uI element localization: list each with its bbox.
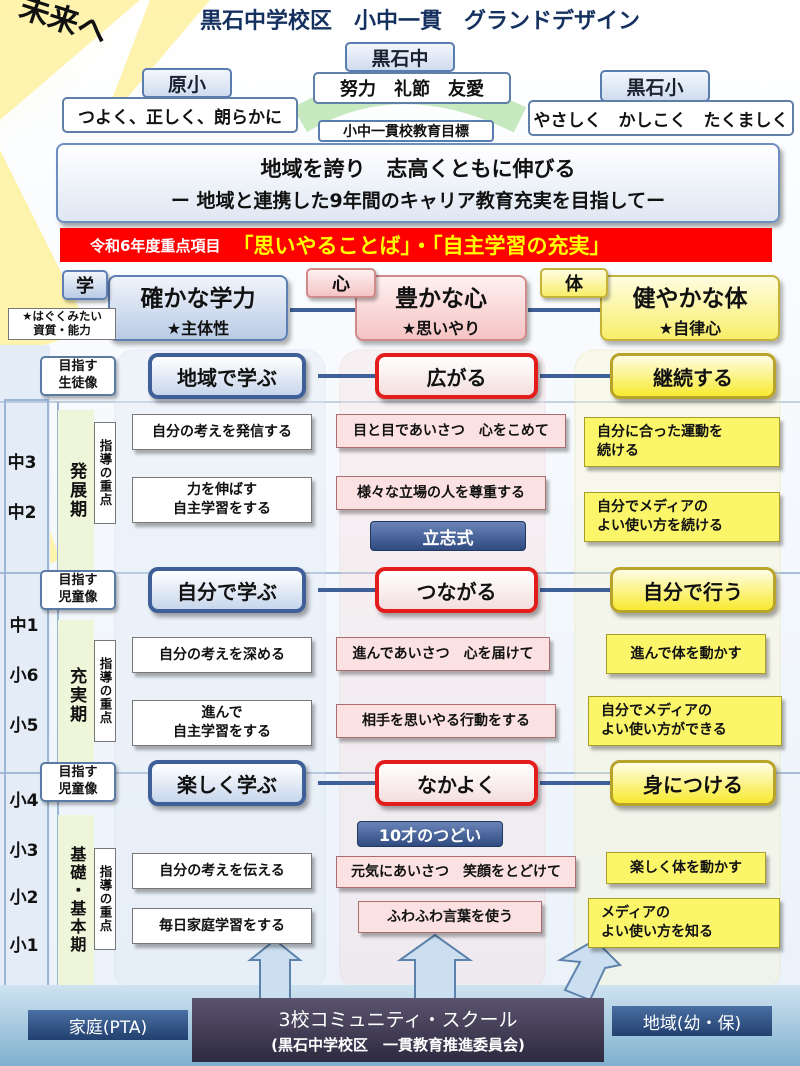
grade-label: 中2	[7, 502, 37, 523]
ceremony-10sai: 10才のつどい	[357, 821, 503, 847]
goal-label-stage-2: 目指す 児童像	[40, 570, 116, 610]
pillar-heart-sub: ★思いやり	[401, 319, 481, 338]
stage-3-learn-head: 楽しく学ぶ	[148, 760, 306, 806]
community-box: 地域(幼・保)	[612, 1006, 772, 1036]
stage-2-body-item-2: 自分でメディアの よい使い方ができる	[588, 696, 782, 746]
kuroishi-school-motto: やさしく かしこく たくましく	[528, 100, 794, 136]
stage-2-heart-item-1: 進んであいさつ 心を届けて	[336, 637, 550, 671]
goal-label-stage-1: 目指す 生徒像	[40, 356, 116, 396]
stage-1-heart-item-2: 様々な立場の人を尊重する	[336, 476, 546, 510]
stage-1-learn-item-1: 自分の考えを発信する	[132, 414, 312, 450]
goal-label: 小中一貫校教育目標	[318, 120, 494, 142]
pillar-learn: 確かな学力 ★主体性	[108, 275, 288, 341]
stage-2-body-head: 自分で行う	[610, 567, 776, 613]
stage-1-body-item-1: 自分に合った運動を 続ける	[584, 417, 780, 467]
tag-heart: 心	[306, 268, 376, 298]
stage-3-learn-item-1: 自分の考えを伝える	[132, 853, 312, 889]
shido-label-stage-3: 指導の重点	[94, 848, 116, 950]
pillar-learn-sub: ★主体性	[166, 319, 230, 338]
stage-1-heart-head: 広がる	[375, 353, 538, 399]
stage-3-heart-item-2: ふわふわ言葉を使う	[358, 901, 542, 933]
grade-label: 小6	[9, 665, 39, 686]
stage-1-learn-head: 地域で学ぶ	[148, 353, 306, 399]
stage-2-heart-item-2: 相手を思いやる行動をする	[336, 704, 556, 738]
shido-label-stage-1: 指導の重点	[94, 422, 116, 524]
ceremony-rissi: 立志式	[370, 521, 526, 551]
stage-2-learn-head: 自分で学ぶ	[148, 567, 306, 613]
hara-school-motto: つよく、正しく、朗らかに	[62, 97, 298, 133]
pillar-body: 健やかな体 ★自律心	[600, 275, 780, 341]
hara-school-name: 原小	[142, 68, 232, 98]
grade-label: 小2	[9, 887, 39, 908]
community-school-box: 3校コミュニティ・スクール (黒石中学校区 一貫教育推進委員会)	[192, 998, 604, 1062]
stage-3-heart-head: なかよく	[375, 760, 538, 806]
stage-1-heart-item-1: 目と目であいさつ 心をこめて	[336, 414, 566, 448]
community-school-subtitle: (黒石中学校区 一貫教育推進委員会)	[271, 1035, 525, 1054]
middle-school-motto: 努力 礼節 友愛	[313, 72, 511, 104]
stage-3-body-item-2: メディアの よい使い方を知る	[588, 898, 780, 948]
stage-2-learn-item-1: 自分の考えを深める	[132, 637, 312, 673]
stage-2-learn-item-2: 進んで 自主学習をする	[132, 700, 312, 746]
pillars-side-label: ★はぐくみたい 資質・能力	[8, 308, 116, 340]
stage-1-body-item-2: 自分でメディアの よい使い方を続ける	[584, 492, 780, 542]
pillar-heart-title: 豊かな心	[395, 286, 487, 312]
family-pta-box: 家庭(PTA)	[28, 1010, 188, 1040]
grade-label: 小1	[9, 935, 39, 956]
stage-3-heart-item-1: 元気にあいさつ 笑顔をとどけて	[336, 856, 576, 888]
stage-2-body-item-1: 進んで体を動かす	[606, 634, 766, 674]
stage-3-body-head: 身につける	[610, 760, 776, 806]
slogan-line1: 地域を誇り 志高くともに伸びる	[260, 157, 576, 181]
period-stage-2: 充実期	[58, 620, 94, 770]
grade-label: 小3	[9, 840, 39, 861]
grade-label: 中1	[9, 615, 39, 636]
stage-1-body-head: 継続する	[610, 353, 776, 399]
grade-label: 小4	[9, 790, 39, 811]
slogan-line2: ー 地域と連携した9年間のキャリア教育充実を目指してー	[170, 189, 666, 212]
period-stage-3: 基礎・基本期	[58, 815, 94, 985]
middle-school-name: 黒石中	[345, 42, 455, 72]
grade-label: 中3	[7, 452, 37, 473]
priority-label: 令和6年度重点項目	[90, 236, 221, 255]
slogan-box: 地域を誇り 志高くともに伸びる ー 地域と連携した9年間のキャリア教育充実を目指…	[56, 143, 780, 223]
period-stage-1: 発展期	[58, 410, 94, 570]
stage-1-learn-item-2: 力を伸ばす 自主学習をする	[132, 477, 312, 523]
stage-3-learn-item-2: 毎日家庭学習をする	[132, 908, 312, 944]
pillar-body-title: 健やかな体	[632, 286, 748, 312]
priority-text: 「思いやることば」・「自主学習の充実」	[232, 234, 611, 258]
tag-learn: 学	[62, 270, 108, 300]
grade-label: 小5	[9, 715, 39, 736]
pillar-heart: 豊かな心 ★思いやり	[355, 275, 527, 341]
goal-label-stage-3: 目指す 児童像	[40, 762, 116, 802]
shido-label-stage-2: 指導の重点	[94, 640, 116, 742]
kuroishi-school-name: 黒石小	[600, 70, 710, 102]
pillar-learn-title: 確かな学力	[140, 286, 256, 312]
priority-bar: 令和6年度重点項目 「思いやることば」・「自主学習の充実」	[60, 228, 772, 262]
community-school-title: 3校コミュニティ・スクール	[278, 1008, 518, 1031]
stage-2-heart-head: つながる	[375, 567, 538, 613]
page-title: 黒石中学校区 小中一貫 グランドデザイン	[199, 9, 640, 34]
up-arrow-icon	[247, 933, 623, 1002]
pillar-body-sub: ★自律心	[658, 319, 722, 338]
tag-body: 体	[540, 268, 608, 298]
stage-3-body-item-1: 楽しく体を動かす	[606, 852, 766, 884]
